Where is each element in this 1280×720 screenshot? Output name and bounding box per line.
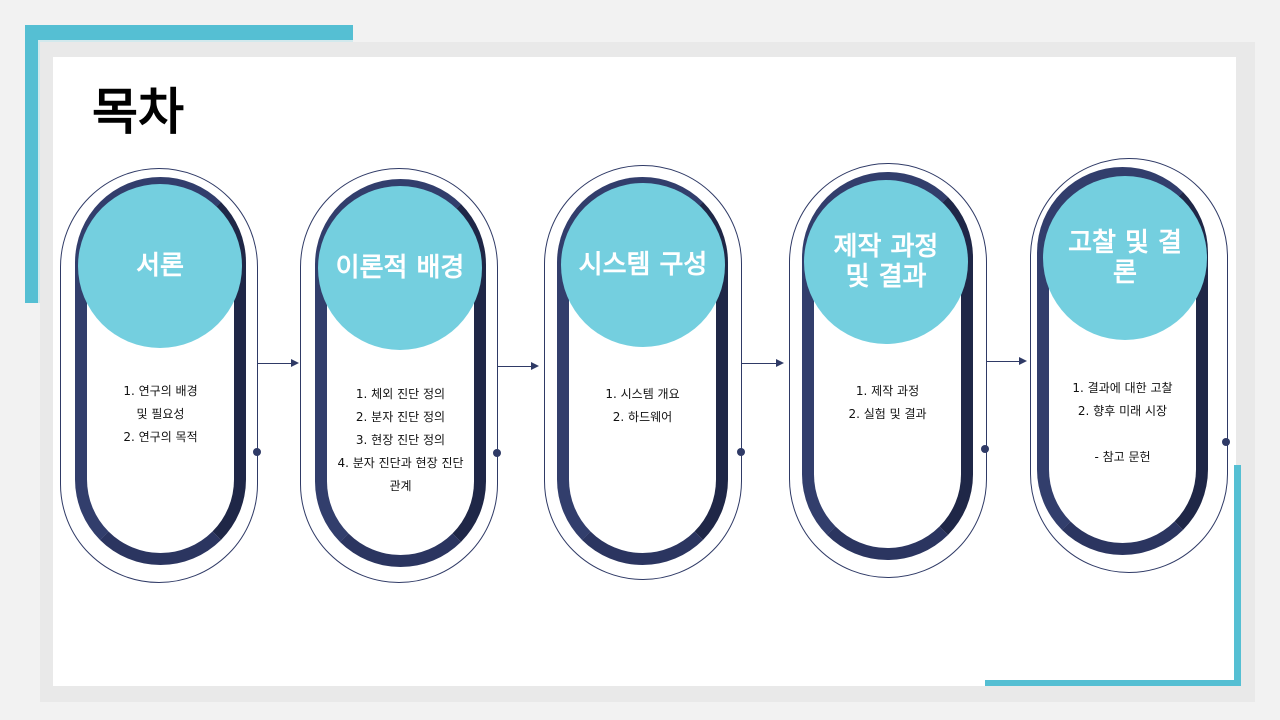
- section-outline: [544, 165, 742, 580]
- connector-dot: [253, 448, 261, 456]
- section-heading-circle: 이론적 배경: [318, 186, 482, 350]
- section-item: 2. 분자 진단 정의: [355, 410, 446, 424]
- section-outline: [789, 163, 987, 578]
- section-items: 1. 결과에 대한 고찰 2. 향후 미래 시장 - 참고 문헌: [1037, 377, 1208, 469]
- decor-corner-right: [1234, 465, 1241, 686]
- section-heading: 시스템 구성: [578, 250, 708, 280]
- section-item: 2. 연구의 목적: [123, 430, 198, 444]
- section-item: 2. 하드웨어: [612, 410, 673, 424]
- connector-dot: [737, 448, 745, 456]
- section-item: 2. 실험 및 결과: [848, 407, 927, 421]
- section-item: 1. 연구의 배경: [123, 384, 198, 398]
- section-item: 3. 현장 진단 정의: [355, 433, 446, 447]
- section-items: 1. 제작 과정 2. 실험 및 결과: [802, 380, 973, 426]
- section-item: 1. 시스템 개요: [605, 387, 680, 401]
- section-item: 1. 제작 과정: [855, 384, 920, 398]
- section-items: 1. 체외 진단 정의 2. 분자 진단 정의 3. 현장 진단 정의 4. 분자 진…: [315, 383, 486, 498]
- connector-dot: [1222, 438, 1230, 446]
- section-heading-circle: 시스템 구성: [561, 183, 725, 347]
- decor-corner-bottom: [985, 680, 1241, 686]
- page-title: 목차: [92, 83, 184, 141]
- section-item: - 참고 문헌: [1094, 450, 1151, 464]
- arrow-right-icon: [987, 355, 1027, 367]
- arrow-right-icon: [498, 360, 539, 372]
- arrow-right-icon: [742, 357, 784, 369]
- section-items: 1. 시스템 개요 2. 하드웨어: [557, 383, 728, 429]
- arrow-right-icon: [258, 357, 299, 369]
- section-heading-circle: 고찰 및 결론: [1043, 176, 1207, 340]
- section-heading: 서론: [136, 251, 184, 281]
- section-heading-circle: 서론: [78, 184, 242, 348]
- section-outline: [300, 168, 498, 583]
- connector-dot: [981, 445, 989, 453]
- section-outline: [60, 168, 258, 583]
- connector-dot: [493, 449, 501, 457]
- section-heading-circle: 제작 과정 및 결과: [804, 180, 968, 344]
- section-heading: 제작 과정 및 결과: [833, 232, 939, 292]
- section-item: 관계: [389, 479, 412, 493]
- section-item: 1. 결과에 대한 고찰: [1072, 381, 1173, 395]
- section-item: 2. 향후 미래 시장: [1077, 404, 1168, 418]
- section-item: 4. 분자 진단과 현장 진단: [337, 456, 464, 470]
- section-outline: [1030, 158, 1228, 573]
- section-heading: 이론적 배경: [335, 253, 465, 283]
- section-item: [1037, 423, 1208, 446]
- section-item: 및 필요성: [136, 407, 185, 421]
- section-item: 1. 체외 진단 정의: [355, 387, 446, 401]
- section-heading: 고찰 및 결론: [1068, 228, 1182, 288]
